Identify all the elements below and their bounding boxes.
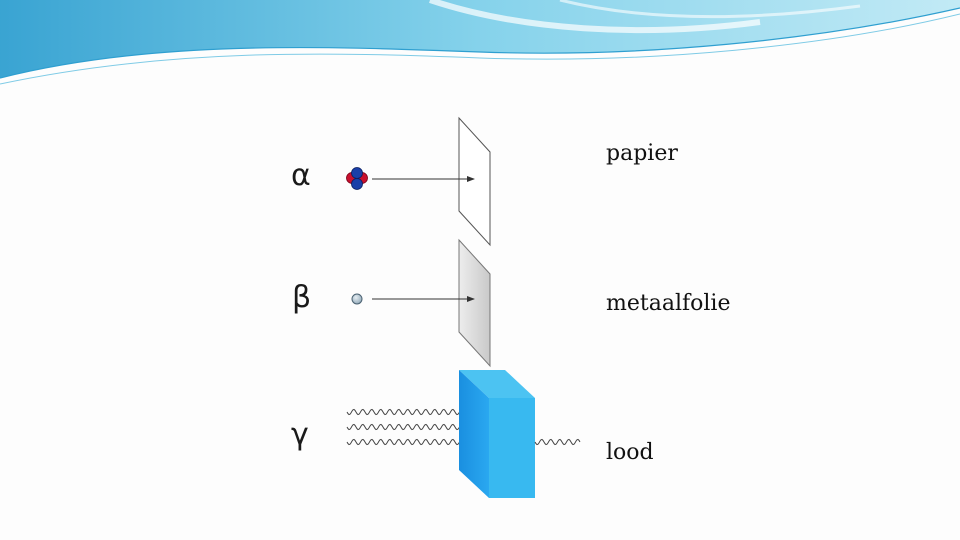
lead-label: lood	[606, 440, 654, 465]
gamma-waves	[346, 408, 479, 446]
metal-foil	[458, 238, 491, 368]
metal-foil-label: metaalfolie	[606, 291, 731, 316]
paper-label: papier	[606, 141, 678, 166]
lead-block	[459, 370, 535, 498]
beta-particle	[351, 293, 363, 305]
gamma-symbol: γ	[291, 417, 309, 452]
gamma-wave-transmitted	[534, 438, 581, 446]
paper-sheet	[458, 116, 491, 247]
header-wave	[0, 0, 960, 85]
alpha-particle	[346, 167, 368, 190]
alpha-symbol: α	[291, 158, 311, 193]
beta-symbol: β	[292, 280, 312, 315]
